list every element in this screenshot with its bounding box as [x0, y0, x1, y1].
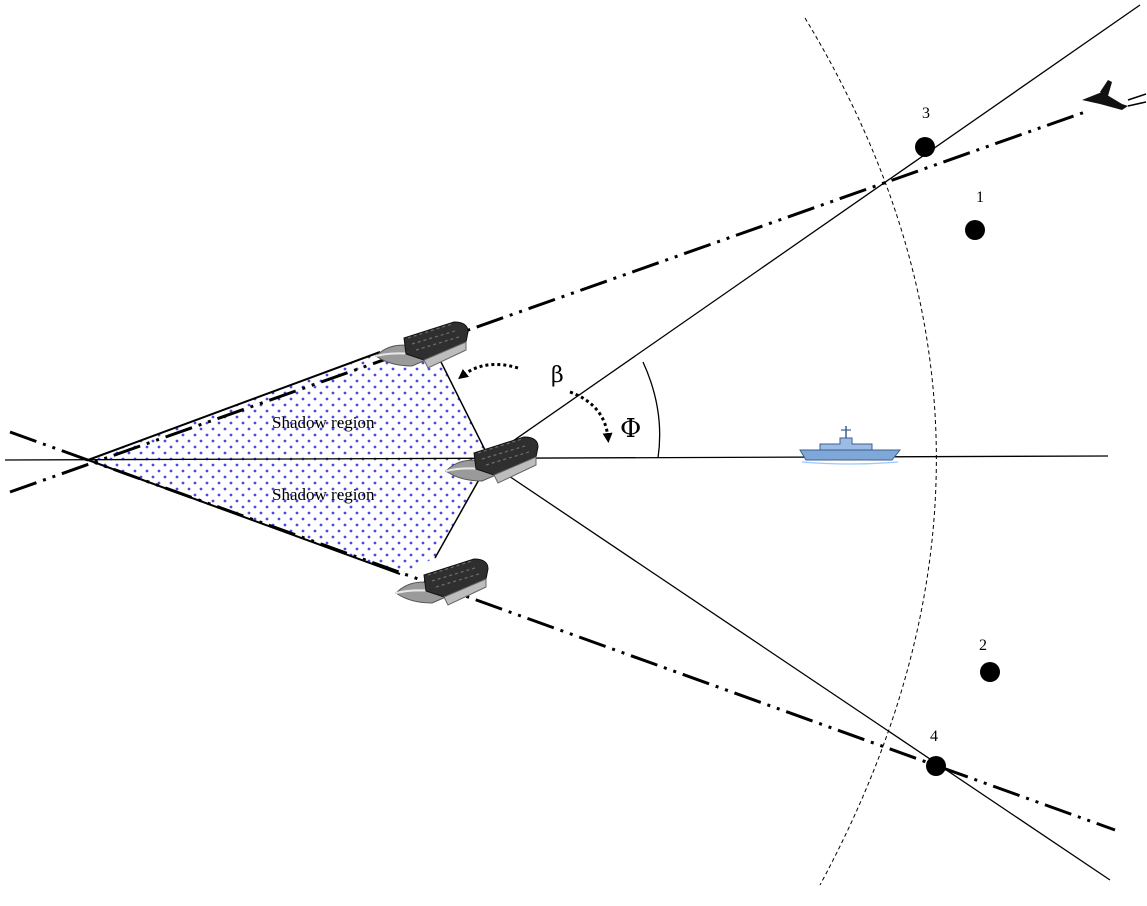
point-4-label: 4 — [930, 728, 938, 745]
shadow-region-lower-label: Shadow region — [272, 485, 375, 504]
lower-sight-line — [9, 430, 1116, 832]
shadow-region-upper-label: Shadow region — [272, 413, 375, 432]
lower-ray — [499, 469, 1111, 881]
point-3-label: 3 — [922, 105, 930, 122]
shadow-region — [88, 352, 490, 574]
point-1-marker — [965, 220, 985, 240]
hovercraft-icon — [375, 321, 469, 369]
beta-arrow-left — [458, 362, 519, 380]
beta-arrow-down — [569, 390, 613, 443]
shadow-upper-edge — [87, 351, 381, 461]
point-2-marker — [980, 662, 1000, 682]
aircraft-icon — [1082, 80, 1147, 110]
horizontal-axis — [4, 455, 1109, 461]
shadow-upper-right-edge — [439, 359, 491, 461]
upper-sight-line — [9, 110, 1086, 494]
detection-arc — [804, 17, 937, 886]
phi-label: Φ — [620, 414, 641, 444]
point-1-label: 1 — [976, 189, 984, 206]
warship-icon — [799, 426, 902, 465]
shadow-lower-edge — [87, 459, 401, 575]
point-4-marker — [926, 756, 946, 776]
beta-label: β — [551, 363, 564, 388]
point-3-marker — [915, 137, 935, 157]
phi-angle-arc — [642, 361, 661, 459]
point-2-label: 2 — [979, 637, 987, 654]
upper-ray — [499, 4, 1141, 451]
